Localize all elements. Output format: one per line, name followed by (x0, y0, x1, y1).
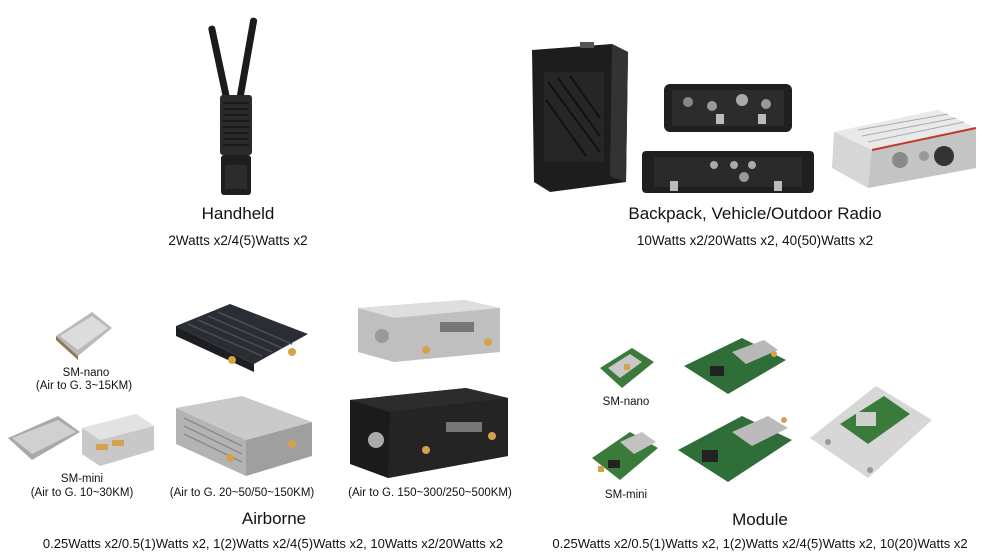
airborne-big-radio-bottom-image (346, 386, 512, 480)
vehicle-radio-top-image (662, 80, 794, 136)
module-power-board-image (806, 382, 936, 482)
airborne-big-range: (Air to G. 150~300/250~500KM) (348, 487, 512, 499)
module-sm-mini-label: SM-mini (604, 489, 648, 501)
airborne-sm-nano-range: (Air to G. 3~15KM) (35, 380, 133, 392)
backpack-power: 10Watts x2/20Watts x2, 40(50)Watts x2 (636, 233, 874, 248)
airborne-big-radio-top-image (354, 298, 504, 370)
sm-nano-airborne-image (52, 306, 114, 362)
airborne-sm-mini-label: SM-mini (60, 473, 104, 485)
airborne-sm-mini-range: (Air to G. 10~30KM) (30, 487, 134, 499)
handheld-power: 2Watts x2/4(5)Watts x2 (168, 233, 308, 248)
vehicle-radio-bottom-image (640, 147, 816, 195)
airborne-mid-radio-top-image (172, 302, 312, 374)
module-title: Module (732, 510, 788, 529)
outdoor-radio-image (828, 106, 980, 192)
module-sm-mini-image (590, 428, 660, 484)
backpack-title: Backpack, Vehicle/Outdoor Radio (628, 204, 882, 223)
module-nano-board-image (682, 336, 788, 398)
airborne-sm-nano-label: SM-nano (62, 367, 110, 379)
module-sm-nano-label: SM-nano (602, 396, 650, 408)
handheld-title: Handheld (201, 204, 275, 223)
airborne-power: 0.25Watts x2/0.5(1)Watts x2, 1(2)Watts x… (42, 536, 504, 551)
airborne-mid-range: (Air to G. 20~50/50~150KM) (169, 487, 315, 499)
airborne-mid-radio-bottom-image (172, 392, 314, 478)
airborne-title: Airborne (241, 509, 307, 528)
backpack-radio-image (530, 42, 630, 194)
handheld-radio-image (205, 15, 265, 200)
module-sm-nano-image (598, 346, 656, 390)
module-mini-board-image (676, 410, 796, 488)
module-power: 0.25Watts x2/0.5(1)Watts x2, 1(2)Watts x… (552, 536, 968, 551)
sm-mini-airborne-image (4, 408, 156, 468)
